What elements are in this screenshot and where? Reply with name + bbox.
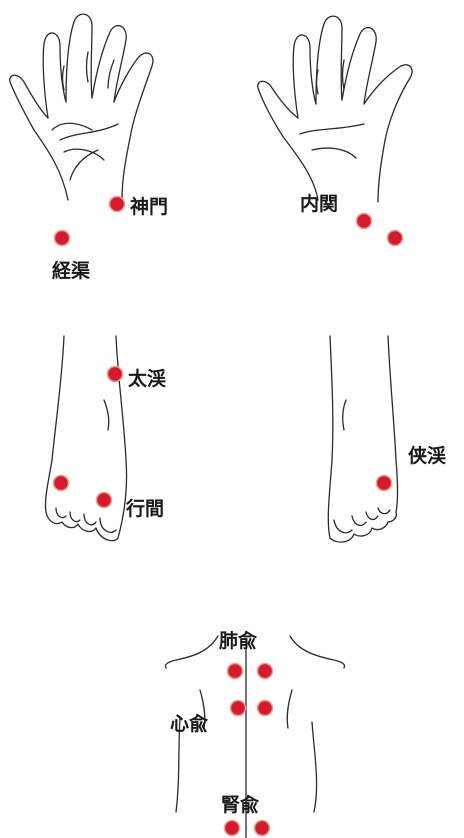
point-jinyu-left	[225, 821, 240, 836]
right-hand-drawing	[258, 16, 412, 202]
label-kyoukei: 侠渓	[408, 441, 446, 468]
point-haiyu-left	[228, 664, 243, 679]
point-shinyu-left	[231, 701, 246, 716]
point-keikyo	[55, 231, 70, 246]
label-taikei: 太渓	[128, 364, 166, 391]
label-shinmon: 神門	[130, 192, 168, 219]
point-shinmon	[110, 197, 125, 212]
point-naikan	[357, 214, 372, 229]
label-haiyu: 肺兪	[219, 626, 257, 653]
label-naikan: 内関	[300, 189, 338, 216]
label-keikyo: 経渠	[52, 256, 90, 283]
point-kyoukei	[377, 476, 392, 491]
point-naikan-2	[388, 231, 403, 246]
left-hand-drawing	[10, 14, 153, 200]
label-shinyu: 心兪	[170, 709, 208, 736]
label-jinyu: 腎兪	[221, 790, 259, 817]
point-jinyu-right	[255, 821, 270, 836]
point-taikei	[108, 367, 123, 382]
label-koukan: 行間	[126, 494, 164, 521]
point-haiyu-right	[258, 664, 273, 679]
right-foot-drawing	[328, 336, 397, 542]
point-shinyu-right	[258, 701, 273, 716]
point-koukan-2	[97, 493, 112, 508]
acupoint-markers	[54, 197, 403, 836]
point-koukan	[54, 476, 69, 491]
